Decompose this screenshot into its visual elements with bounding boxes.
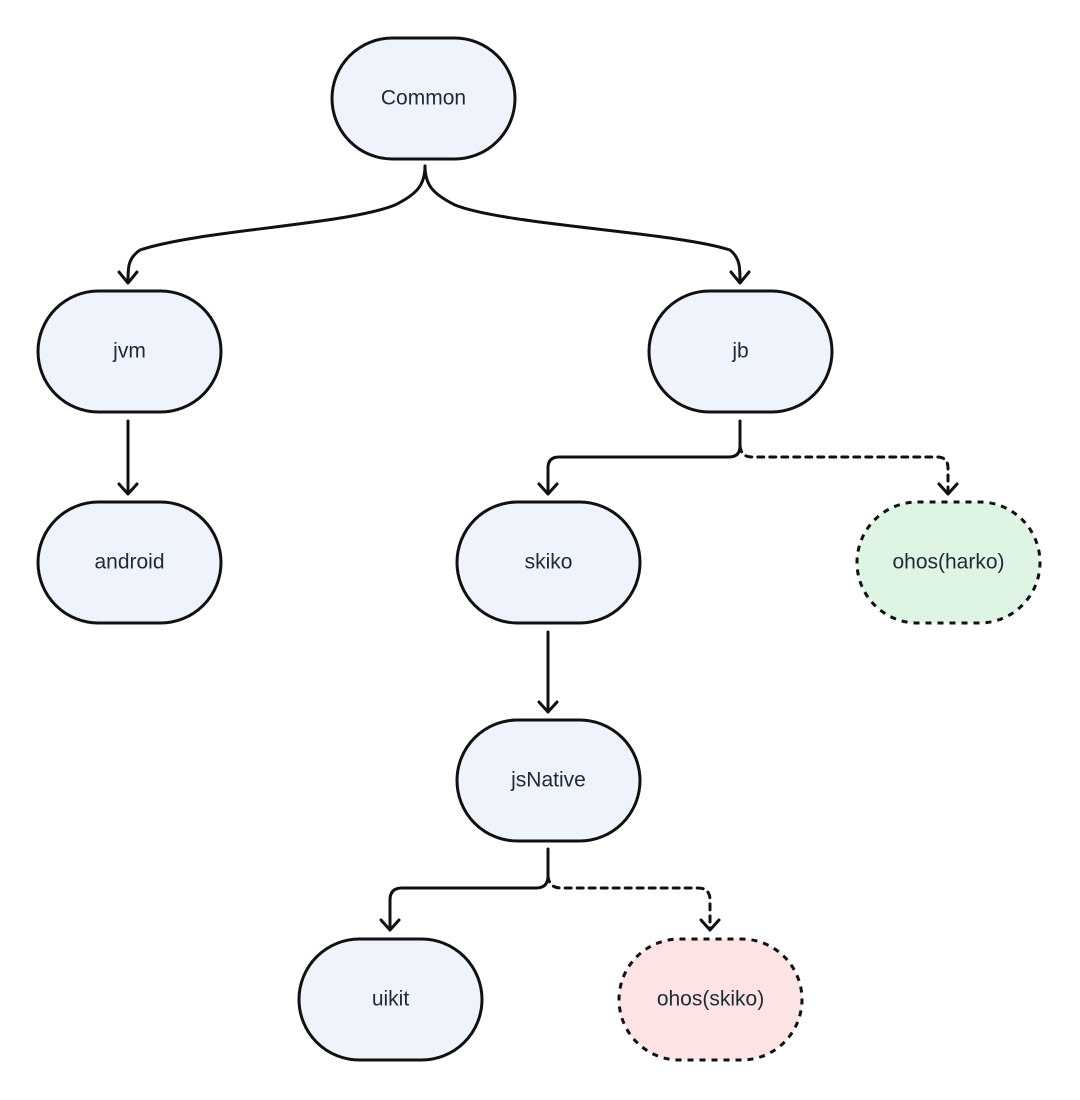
edge-common-to-jb	[423, 164, 742, 282]
edge-arrowhead-ohos-skiko	[699, 918, 721, 932]
node-jsnative-shape	[455, 718, 642, 843]
node-jsnative[interactable]: jsNative	[455, 718, 642, 843]
edge-arrowhead-ohos-harko	[937, 482, 959, 496]
node-jb-shape	[647, 289, 834, 414]
node-jb-label: jb	[731, 340, 748, 363]
node-jb[interactable]: jb	[647, 289, 834, 414]
node-android-label: android	[94, 551, 164, 574]
node-common-shape	[330, 36, 517, 161]
node-ohos-harko-label: ohos(harko)	[892, 551, 1004, 574]
node-skiko[interactable]: skiko	[455, 500, 642, 625]
edge-jb-to-ohos-harko	[738, 444, 950, 494]
node-ohos-harko-shape	[855, 500, 1042, 625]
node-common-label: Common	[381, 87, 466, 110]
node-uikit-label: uikit	[372, 988, 410, 1011]
edge-arrowhead-uikit	[379, 918, 401, 932]
edge-arrowhead-jb	[729, 270, 751, 285]
node-android[interactable]: android	[36, 500, 223, 625]
node-jsnative-label: jsNative	[510, 769, 586, 792]
node-jvm-shape	[36, 289, 223, 414]
edge-jb-to-skiko	[546, 419, 742, 494]
edge-arrowhead-skiko	[537, 482, 559, 496]
node-common[interactable]: Common	[330, 36, 517, 161]
edge-jsnative-to-ohos-skiko	[546, 874, 712, 930]
edge-arrowhead-jsnative	[537, 700, 559, 714]
edge-jsnative-to-uikit	[388, 847, 550, 930]
node-ohos-skiko-shape	[617, 937, 804, 1062]
node-jvm[interactable]: jvm	[36, 289, 223, 414]
node-ohos-skiko[interactable]: ohos(skiko)	[617, 937, 804, 1062]
node-ohos-skiko-label: ohos(skiko)	[657, 988, 764, 1011]
edge-arrowhead-android	[117, 482, 139, 496]
edge-arrowhead-jvm	[117, 270, 139, 285]
node-jvm-label: jvm	[112, 340, 146, 363]
node-skiko-shape	[455, 500, 642, 625]
node-skiko-label: skiko	[525, 551, 573, 574]
node-android-shape	[36, 500, 223, 625]
node-uikit-shape	[297, 937, 484, 1062]
edge-common-to-jvm	[126, 164, 427, 282]
node-uikit[interactable]: uikit	[297, 937, 484, 1062]
node-ohos-harko[interactable]: ohos(harko)	[855, 500, 1042, 625]
